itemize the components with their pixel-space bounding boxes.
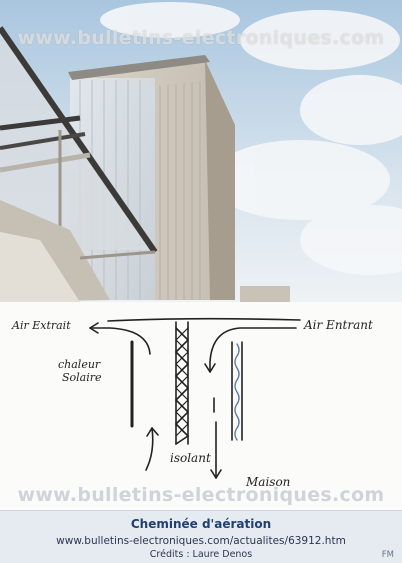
caption-url: www.bulletins-electroniques.com/actualit…: [56, 535, 346, 547]
insulation-wave: [234, 343, 240, 441]
airflow-sketch: Air Extrait Air Entrant chaleur Solaire …: [0, 302, 402, 510]
label-insulation: isolant: [170, 451, 211, 465]
exhaust-arrow: [89, 327, 151, 355]
cover-line: [107, 317, 301, 322]
label-solar-heat-2: Solaire: [62, 371, 102, 384]
glazed-canopy: [0, 26, 158, 302]
airflow-diagram: Air Extrait Air Entrant chaleur Solaire …: [11, 317, 373, 489]
column-zigzag: [174, 327, 190, 445]
label-air-in: Air Entrant: [303, 318, 373, 332]
label-house: Maison: [245, 475, 290, 489]
label-solar-heat-1: chaleur: [58, 358, 101, 371]
caption-title: Cheminée d'aération: [130, 517, 272, 531]
chimney-photo-illustration: [0, 0, 402, 302]
caption-bar: Cheminée d'aération www.bulletins-electr…: [0, 510, 402, 563]
chimney-photo: www.bulletins-electroniques.com: [0, 0, 402, 302]
watermark-top: www.bulletins-electroniques.com: [17, 27, 385, 49]
caption-credit: Crédits : Laure Denos: [149, 549, 253, 560]
clouds: [100, 2, 402, 275]
intake-arrow: [209, 327, 297, 373]
watermark-bottom: www.bulletins-electroniques.com: [17, 484, 385, 506]
label-air-out: Air Extrait: [11, 319, 71, 332]
rising-air-arrow: [145, 427, 154, 471]
caption-initials: FM: [381, 550, 394, 560]
